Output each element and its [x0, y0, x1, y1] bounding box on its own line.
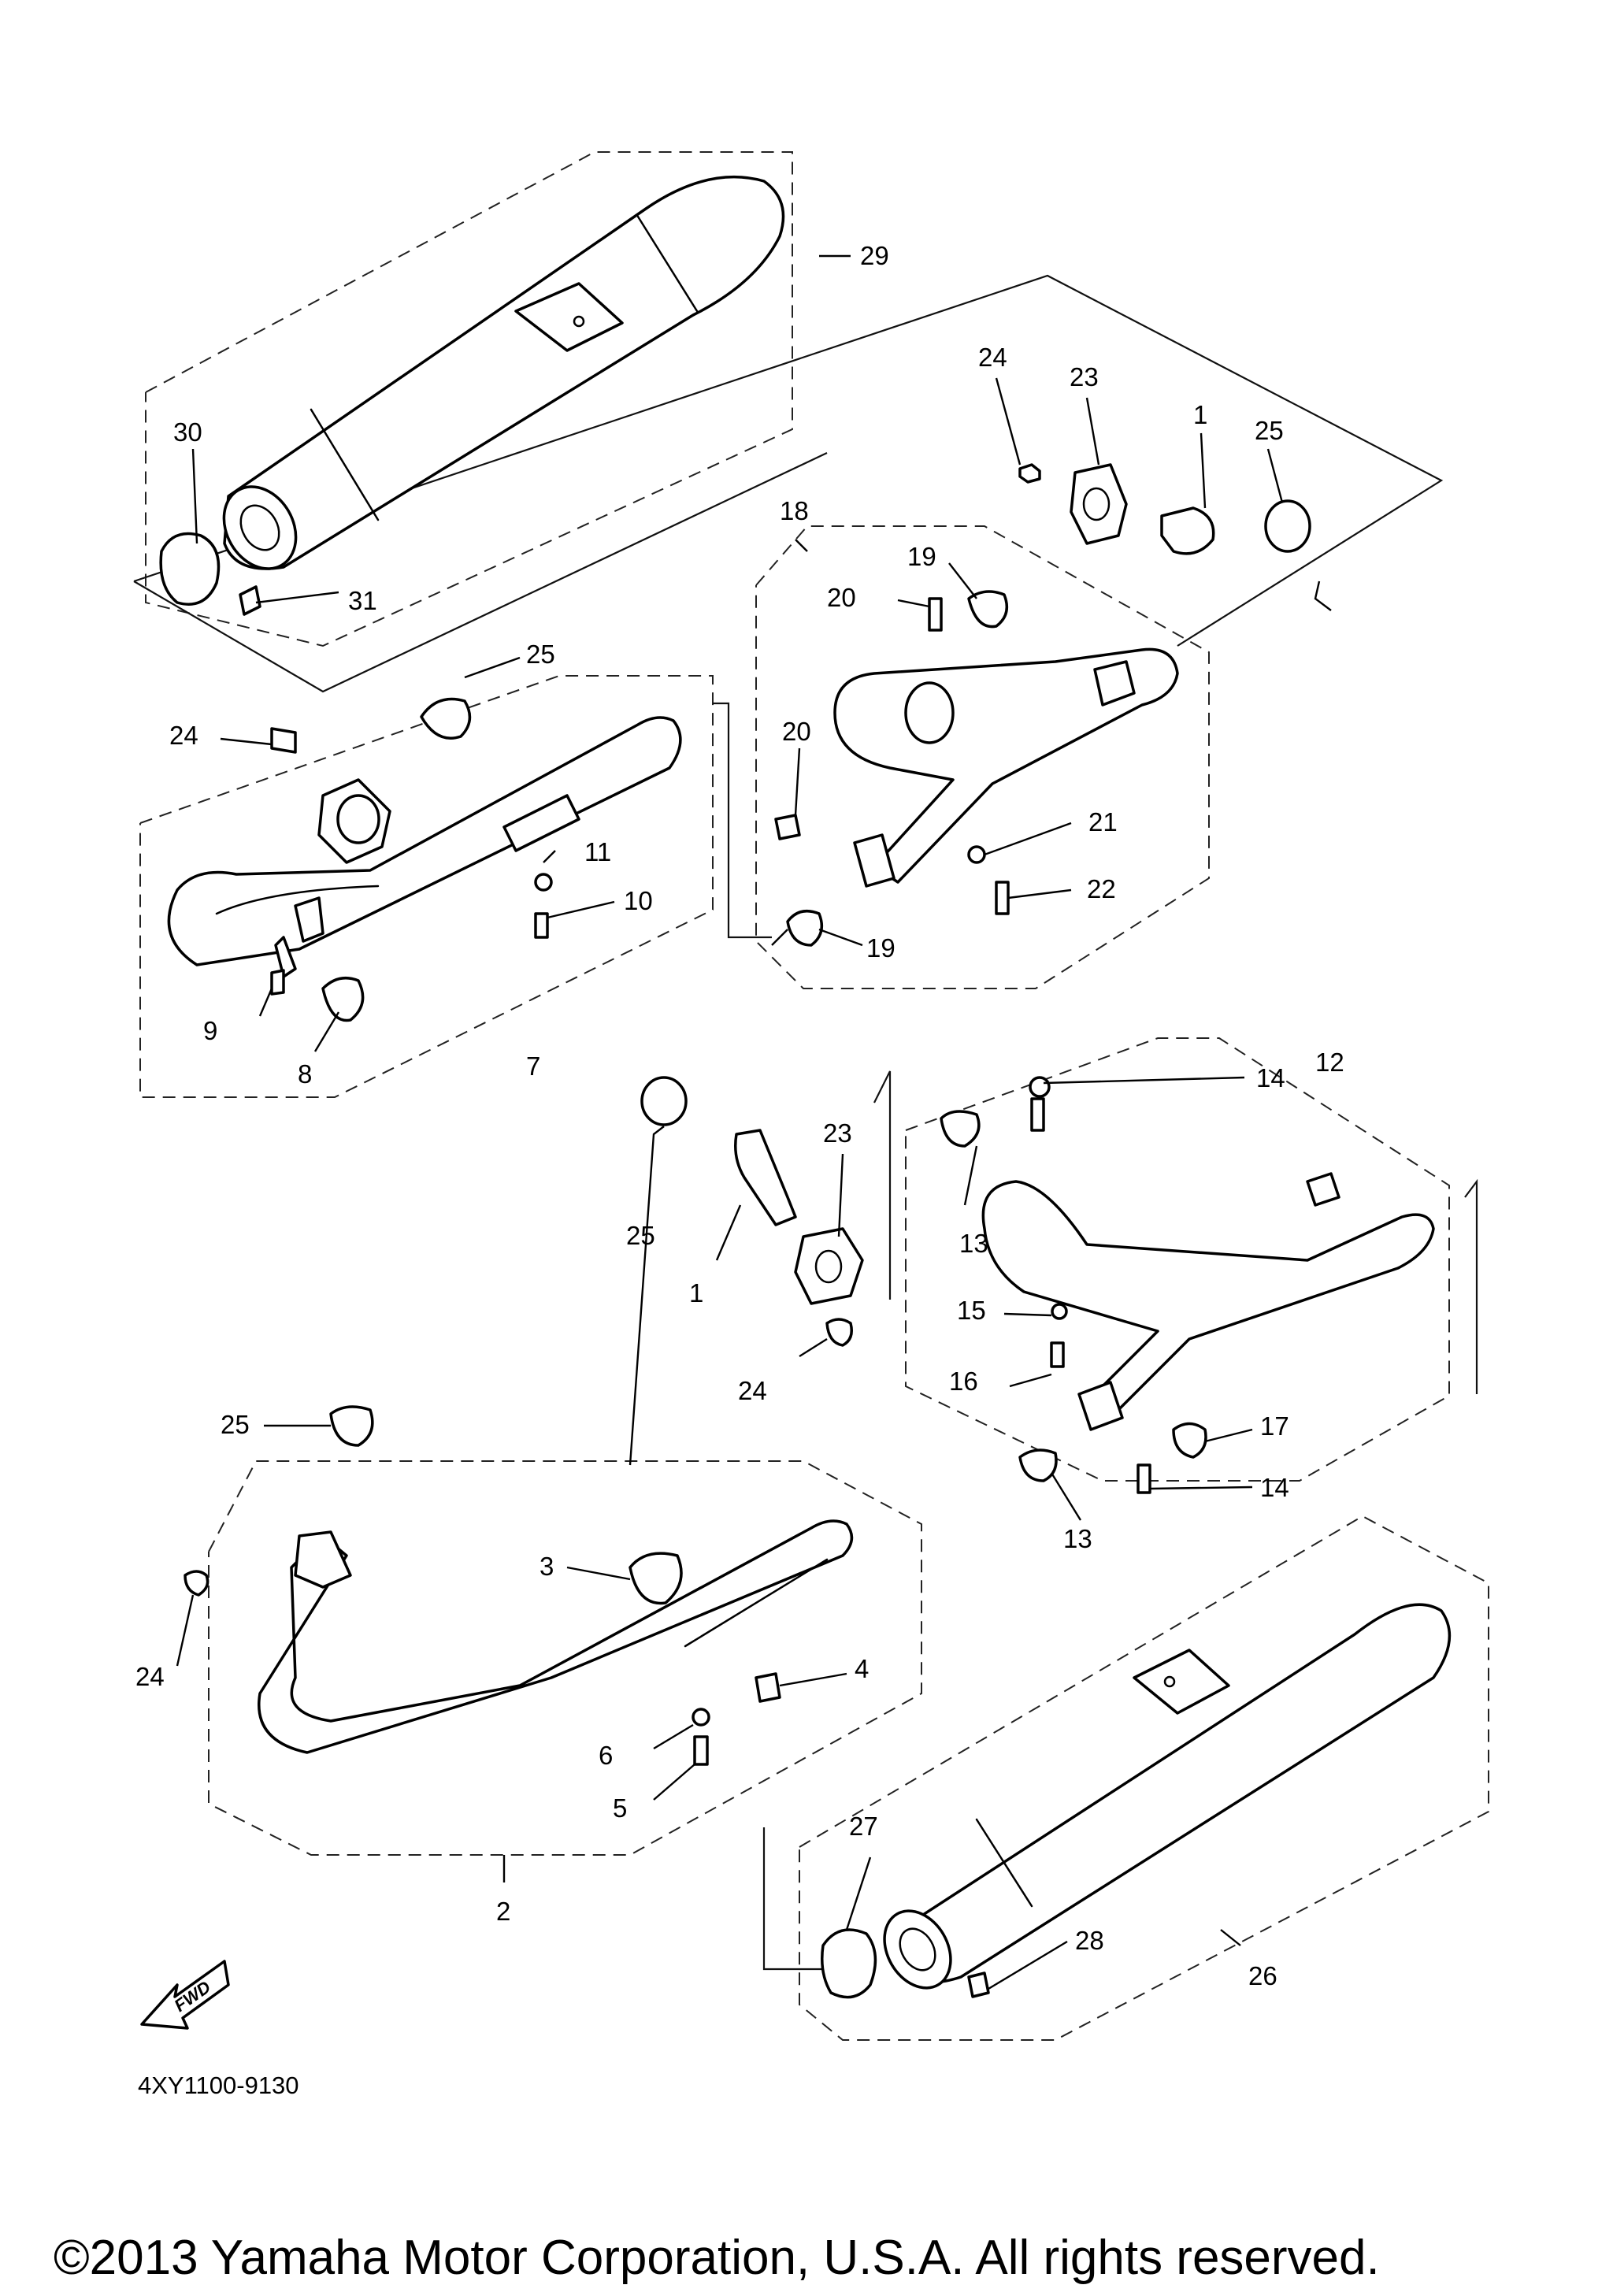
part-label: 19	[866, 933, 895, 963]
part-label: 19	[907, 542, 936, 571]
part-label: 24	[738, 1376, 767, 1405]
part-label: 11	[584, 837, 611, 866]
part-label: 1	[689, 1278, 703, 1307]
part-label: 12	[1315, 1048, 1344, 1077]
part-label: 29	[860, 241, 889, 270]
copyright-notice: ©2013 Yamaha Motor Corporation, U.S.A. A…	[54, 2231, 1380, 2285]
exhaust-pipe-12-drawing	[940, 1076, 1435, 1494]
group-outlines	[133, 151, 1489, 2041]
part-label: 7	[526, 1052, 540, 1081]
part-label: 27	[849, 1812, 878, 1841]
muffler-29-drawing	[159, 176, 785, 616]
part-label: 18	[780, 496, 809, 525]
part-number-labels: 29 30 31 25 24 11 10 9 8 7 18 19 20 20 1…	[135, 241, 1344, 1990]
part-label: 13	[1063, 1524, 1092, 1553]
part-label: 30	[173, 417, 202, 447]
part-label: 9	[203, 1016, 217, 1045]
part-label: 25	[526, 640, 555, 669]
part-label: 22	[1087, 874, 1116, 903]
part-label: 23	[823, 1118, 852, 1148]
exhaust-pipe-18-drawing	[774, 590, 1179, 947]
part-label: 6	[599, 1741, 613, 1770]
part-label: 10	[624, 886, 653, 915]
part-label: 28	[1075, 1926, 1104, 1955]
part-label: 20	[782, 717, 811, 746]
part-label: 17	[1260, 1411, 1289, 1441]
fwd-arrow-icon: FWD	[140, 1960, 230, 2030]
part-label: 16	[949, 1367, 978, 1396]
part-label: 24	[135, 1662, 165, 1691]
part-label: 24	[978, 343, 1007, 372]
part-label: 26	[1248, 1961, 1277, 1990]
part-label: 14	[1256, 1063, 1285, 1092]
part-label: 25	[221, 1410, 250, 1439]
part-label: 8	[298, 1059, 312, 1089]
part-label: 15	[957, 1296, 986, 1325]
part-label: 23	[1070, 362, 1099, 391]
leader-lines	[176, 254, 1332, 1990]
middle-flange-parts	[640, 1076, 864, 1347]
part-label: 5	[613, 1793, 627, 1823]
part-label: 25	[626, 1221, 655, 1250]
exhaust-pipe-2-drawing	[184, 1405, 854, 1766]
part-label: 14	[1260, 1473, 1289, 1502]
part-label: 1	[1193, 400, 1207, 429]
part-label: 21	[1088, 807, 1118, 836]
part-label: 25	[1255, 416, 1284, 445]
part-label: 31	[348, 586, 377, 615]
muffler-26-drawing	[821, 1603, 1452, 1999]
diagram-code: 4XY1100-9130	[138, 2072, 299, 2099]
part-label: 2	[496, 1897, 510, 1926]
part-label: 24	[169, 721, 198, 750]
part-label: 20	[827, 583, 856, 612]
exhaust-pipe-7-drawing	[167, 697, 682, 1022]
part-label: 4	[855, 1654, 869, 1683]
part-label: 3	[540, 1552, 554, 1581]
upper-flange-parts	[1018, 463, 1311, 555]
part-label: 13	[959, 1229, 988, 1258]
